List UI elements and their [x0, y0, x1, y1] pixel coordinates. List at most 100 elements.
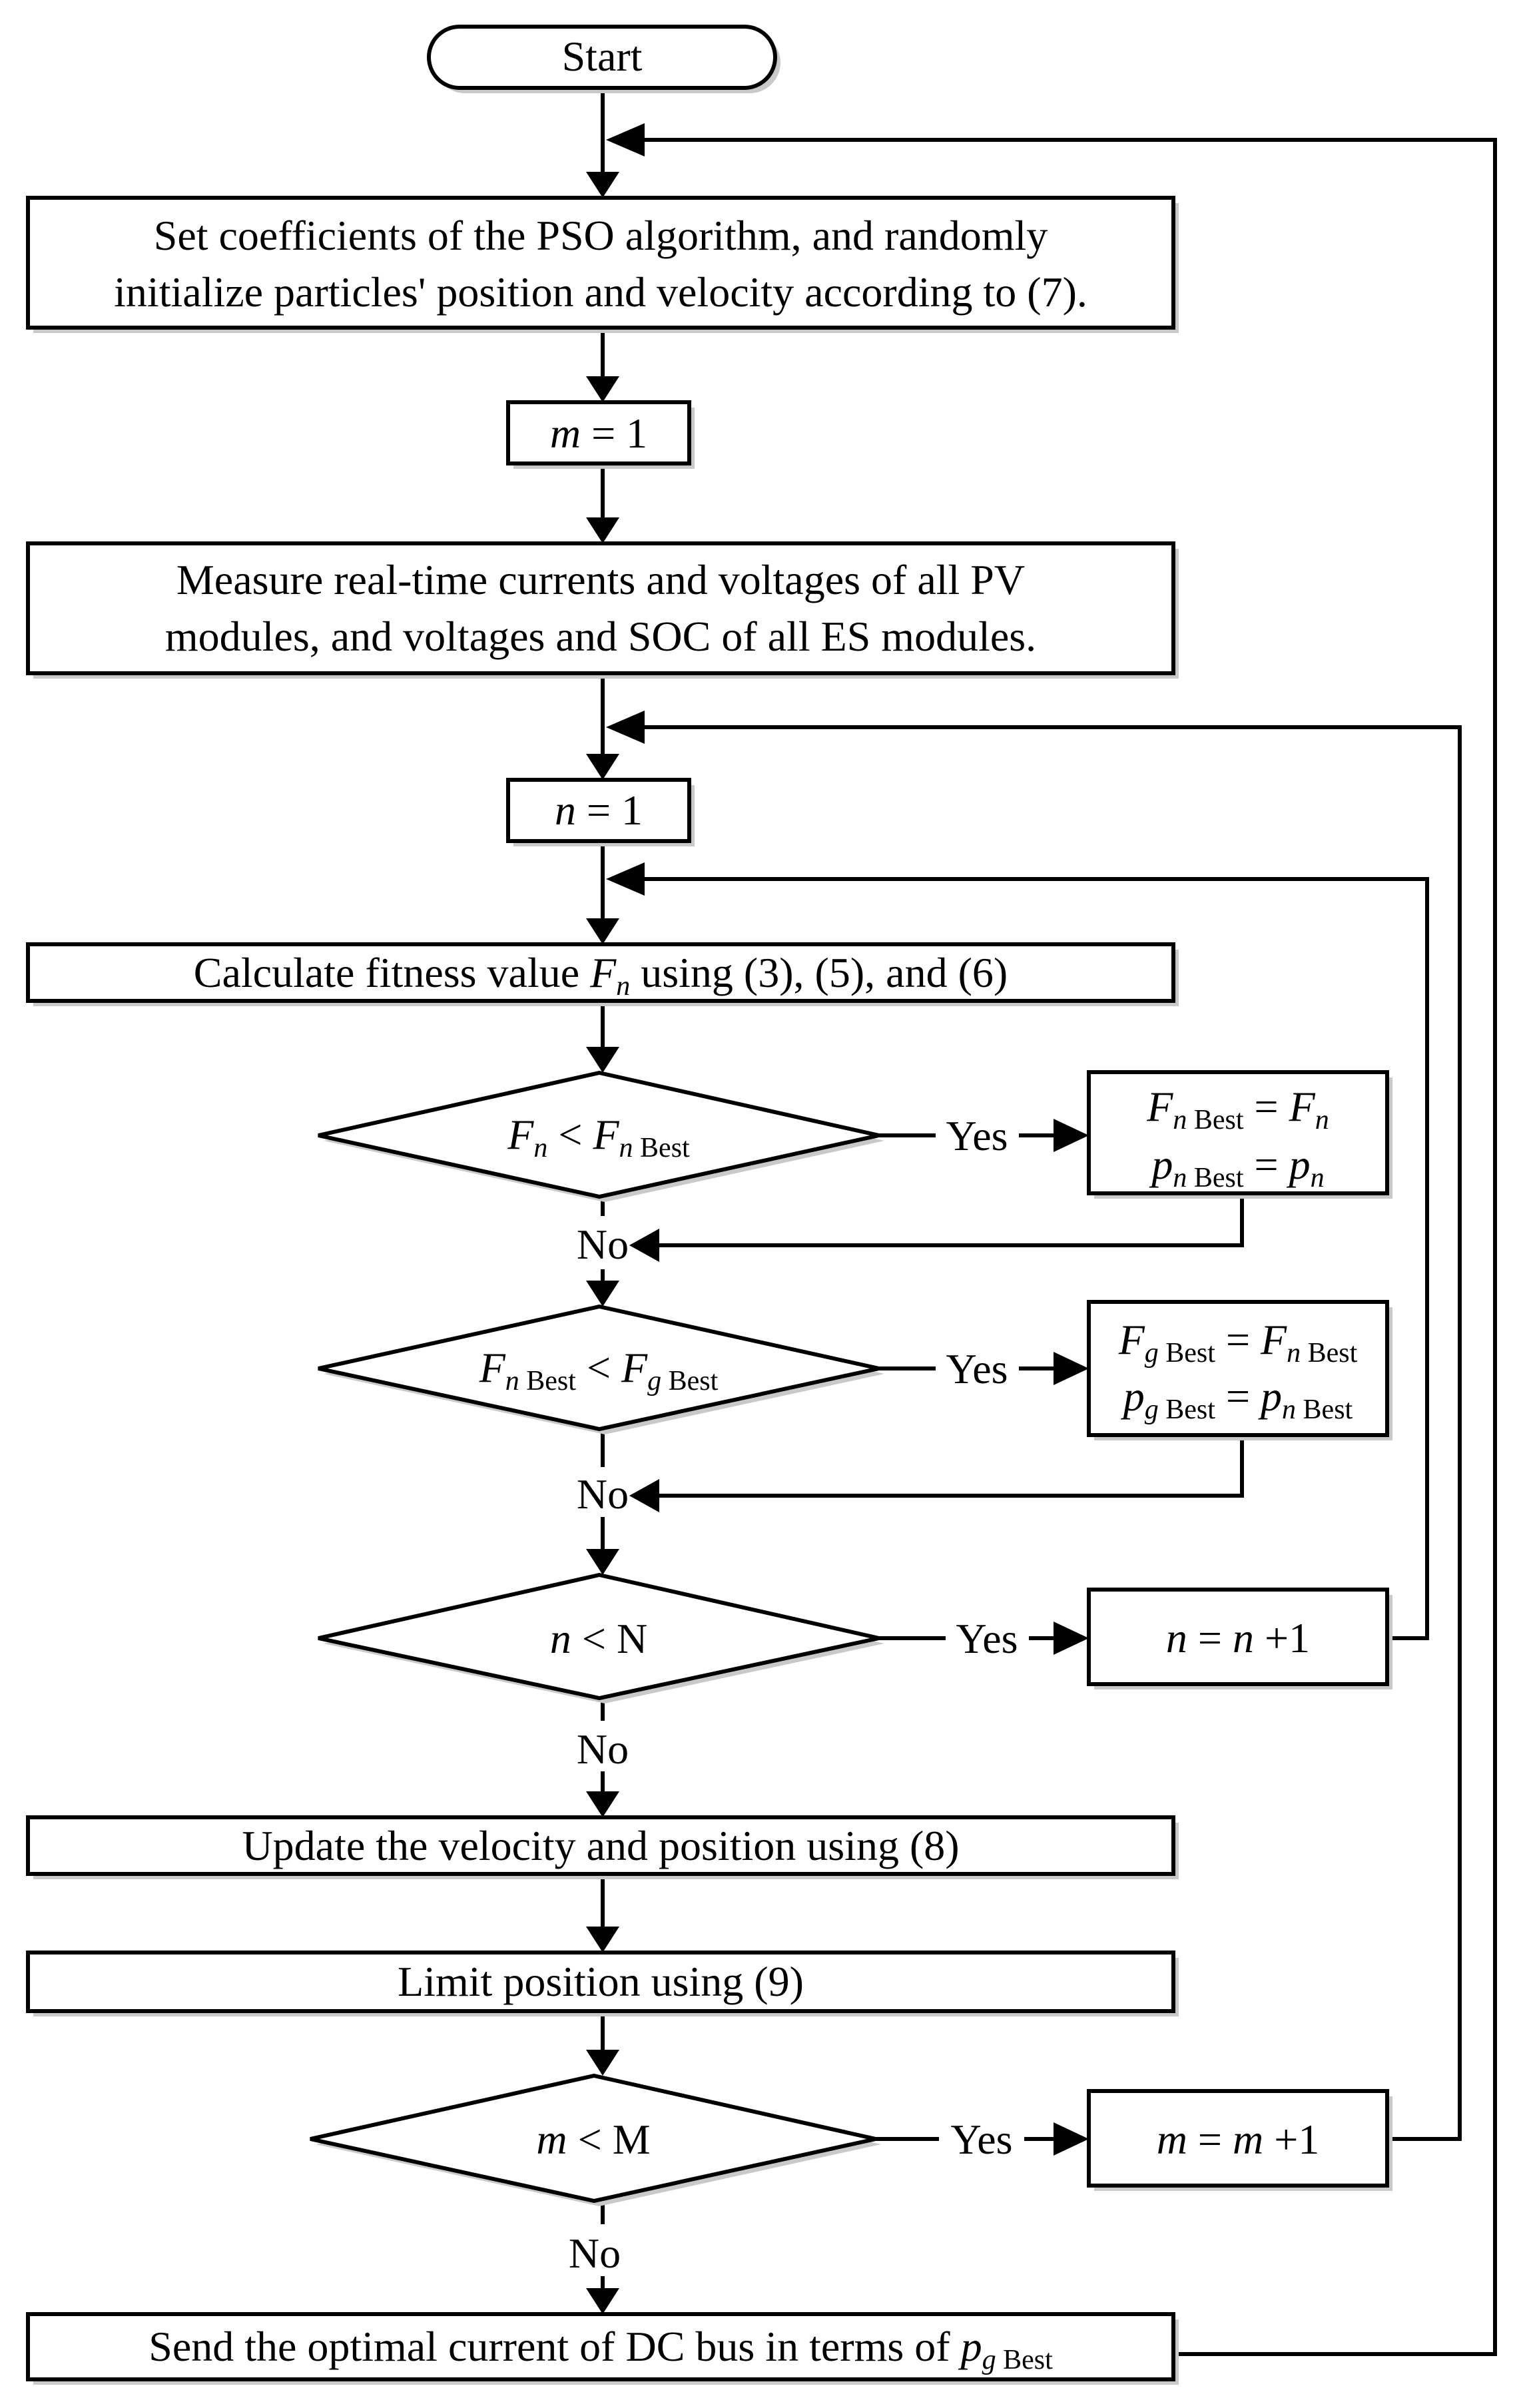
- d1-s1: n: [533, 1133, 547, 1163]
- b4-v1: m: [1157, 2116, 1187, 2163]
- d4-rest: < M: [567, 2116, 651, 2163]
- arrowheads: [586, 123, 1089, 2314]
- yes-label-d3: Yes: [956, 1615, 1018, 1662]
- step-init-pso: Set coefficients of the PSO algorithm, a…: [26, 196, 1179, 333]
- arrow-left-loop-restart: [606, 123, 645, 156]
- arrow-down-d3: [586, 1549, 619, 1575]
- b1-l1-F2: F: [1289, 1083, 1316, 1130]
- d1-F2: F: [592, 1111, 619, 1158]
- line-b1-return: [656, 1196, 1244, 1247]
- svg-text:n < N: n < N: [550, 1615, 647, 1662]
- b2-l1-best: Best: [1159, 1338, 1216, 1368]
- box-increment-n: n = n +1: [1087, 1588, 1392, 1689]
- no-label-d4: No: [569, 2230, 621, 2277]
- d2-F1: F: [479, 1344, 506, 1391]
- svg-text:Fg Best = Fn Best: Fg Best = Fn Best: [1118, 1316, 1358, 1368]
- arrow-down-init: [586, 172, 619, 198]
- svg-text:n = 1: n = 1: [555, 786, 643, 834]
- d4-var: m: [536, 2116, 567, 2163]
- b1-l1-best: Best: [1187, 1105, 1244, 1135]
- n1-var: n: [555, 786, 576, 834]
- step-measure-line1: Measure real-time currents and voltages …: [176, 556, 1025, 603]
- d1-op: <: [547, 1111, 593, 1158]
- b3-v2: n: [1233, 1614, 1254, 1661]
- svg-text:m = 1: m = 1: [550, 410, 647, 457]
- step-init-line1: Set coefficients of the PSO algorithm, a…: [154, 212, 1048, 259]
- box-update-global-best: Fg Best = Fn Best pg Best = pn Best: [1087, 1300, 1392, 1440]
- n1-rest: = 1: [576, 786, 643, 834]
- fitness-pre: Calculate fitness value: [194, 949, 590, 996]
- line-loop-restart: [643, 138, 1497, 2356]
- b1-l1-eq: =: [1244, 1083, 1289, 1130]
- b4-v2: m: [1233, 2116, 1263, 2163]
- svg-text:Fn Best < Fg Best: Fn Best < Fg Best: [479, 1344, 719, 1396]
- arrow-left-loop-m: [606, 711, 645, 744]
- send-p: p: [958, 2323, 982, 2370]
- d2-F2: F: [621, 1344, 648, 1391]
- b1-l2-sub: n: [1173, 1163, 1187, 1193]
- svg-text:m = m +1: m = m +1: [1157, 2116, 1320, 2163]
- step-m-init: m = 1: [506, 400, 695, 469]
- svg-text:n = n +1: n = n +1: [1166, 1614, 1310, 1661]
- no-label-d1: No: [577, 1221, 629, 1268]
- d2-s1: n: [505, 1366, 519, 1396]
- m1-rest: = 1: [581, 410, 647, 457]
- start-terminal: Start: [427, 25, 780, 93]
- send-pre: Send the optimal current of DC bus in te…: [149, 2323, 960, 2370]
- step-limit-position: Limit position using (9): [26, 1951, 1179, 2016]
- arrow-down-limit: [586, 1927, 619, 1953]
- b2-l2-best: Best: [1159, 1394, 1216, 1425]
- step-measure: Measure real-time currents and voltages …: [26, 541, 1179, 679]
- step-limit-label: Limit position using (9): [398, 1958, 804, 2005]
- connectors: [601, 88, 1497, 2356]
- b1-l2-eq: =: [1244, 1141, 1289, 1188]
- arrow-down-measure: [586, 517, 619, 543]
- send-sub: g: [982, 2345, 996, 2375]
- d3-rest: < N: [571, 1615, 647, 1662]
- d2-op: <: [576, 1344, 621, 1391]
- svg-text:Calculate fitness value Fn usi: Calculate fitness value Fn using (3), (5…: [194, 949, 1008, 1002]
- b2-l2-p: p: [1121, 1372, 1145, 1420]
- arrow-down-m1: [586, 376, 619, 402]
- arrow-down-d2: [586, 1281, 619, 1307]
- d1-F1: F: [507, 1111, 534, 1158]
- b1-l1-F: F: [1146, 1083, 1173, 1130]
- arrow-down-d1: [586, 1047, 619, 1073]
- svg-text:Send the optimal current of DC: Send the optimal current of DC bus in te…: [149, 2323, 1053, 2375]
- arrow-right-b1: [1054, 1119, 1089, 1152]
- line-b2-return: [656, 1440, 1244, 1498]
- arrow-right-b3: [1054, 1622, 1089, 1655]
- svg-text:m < M: m < M: [536, 2116, 650, 2163]
- b2-l1-sub2: n: [1287, 1338, 1301, 1368]
- arrow-down-send: [586, 2288, 619, 2314]
- b2-l2-sub2: n: [1282, 1394, 1296, 1425]
- line-loop-n: [643, 877, 1429, 1640]
- b3-rest: +1: [1254, 1614, 1310, 1661]
- no-label-d3: No: [577, 1725, 629, 1773]
- b3-v1: n: [1166, 1614, 1187, 1661]
- b2-l2-best2: Best: [1296, 1394, 1353, 1425]
- step-update-velocity-position: Update the velocity and position using (…: [26, 1815, 1179, 1879]
- arrow-right-b2: [1054, 1352, 1089, 1385]
- b2-l1-sub: g: [1145, 1338, 1159, 1368]
- svg-text:Fn Best = Fn: Fn Best = Fn: [1146, 1083, 1329, 1135]
- fitness-sub: n: [616, 971, 630, 1002]
- arrow-down-update: [586, 1791, 619, 1817]
- box-increment-m: m = m +1: [1087, 2089, 1392, 2191]
- start-label: Start: [562, 33, 643, 80]
- b2-l1-best2: Best: [1301, 1338, 1358, 1368]
- decision-fnbest-lt-fgbest: Fn Best < Fg Best: [318, 1304, 884, 1434]
- b2-l2-sub: g: [1145, 1394, 1159, 1425]
- step-send-optimal-current: Send the optimal current of DC bus in te…: [26, 2312, 1179, 2385]
- d2-s2: g: [647, 1366, 661, 1396]
- yes-label-d2: Yes: [946, 1345, 1008, 1392]
- b2-l1-F: F: [1118, 1316, 1145, 1363]
- d1-s2: n: [619, 1133, 633, 1163]
- fitness-F: F: [589, 949, 617, 996]
- yes-label-d4: Yes: [950, 2116, 1012, 2163]
- b2-l1-eq: =: [1215, 1316, 1261, 1363]
- b1-l2-sub2: n: [1311, 1163, 1325, 1193]
- step-measure-line2: modules, and voltages and SOC of all ES …: [165, 613, 1036, 660]
- no-label-d2: No: [577, 1470, 629, 1518]
